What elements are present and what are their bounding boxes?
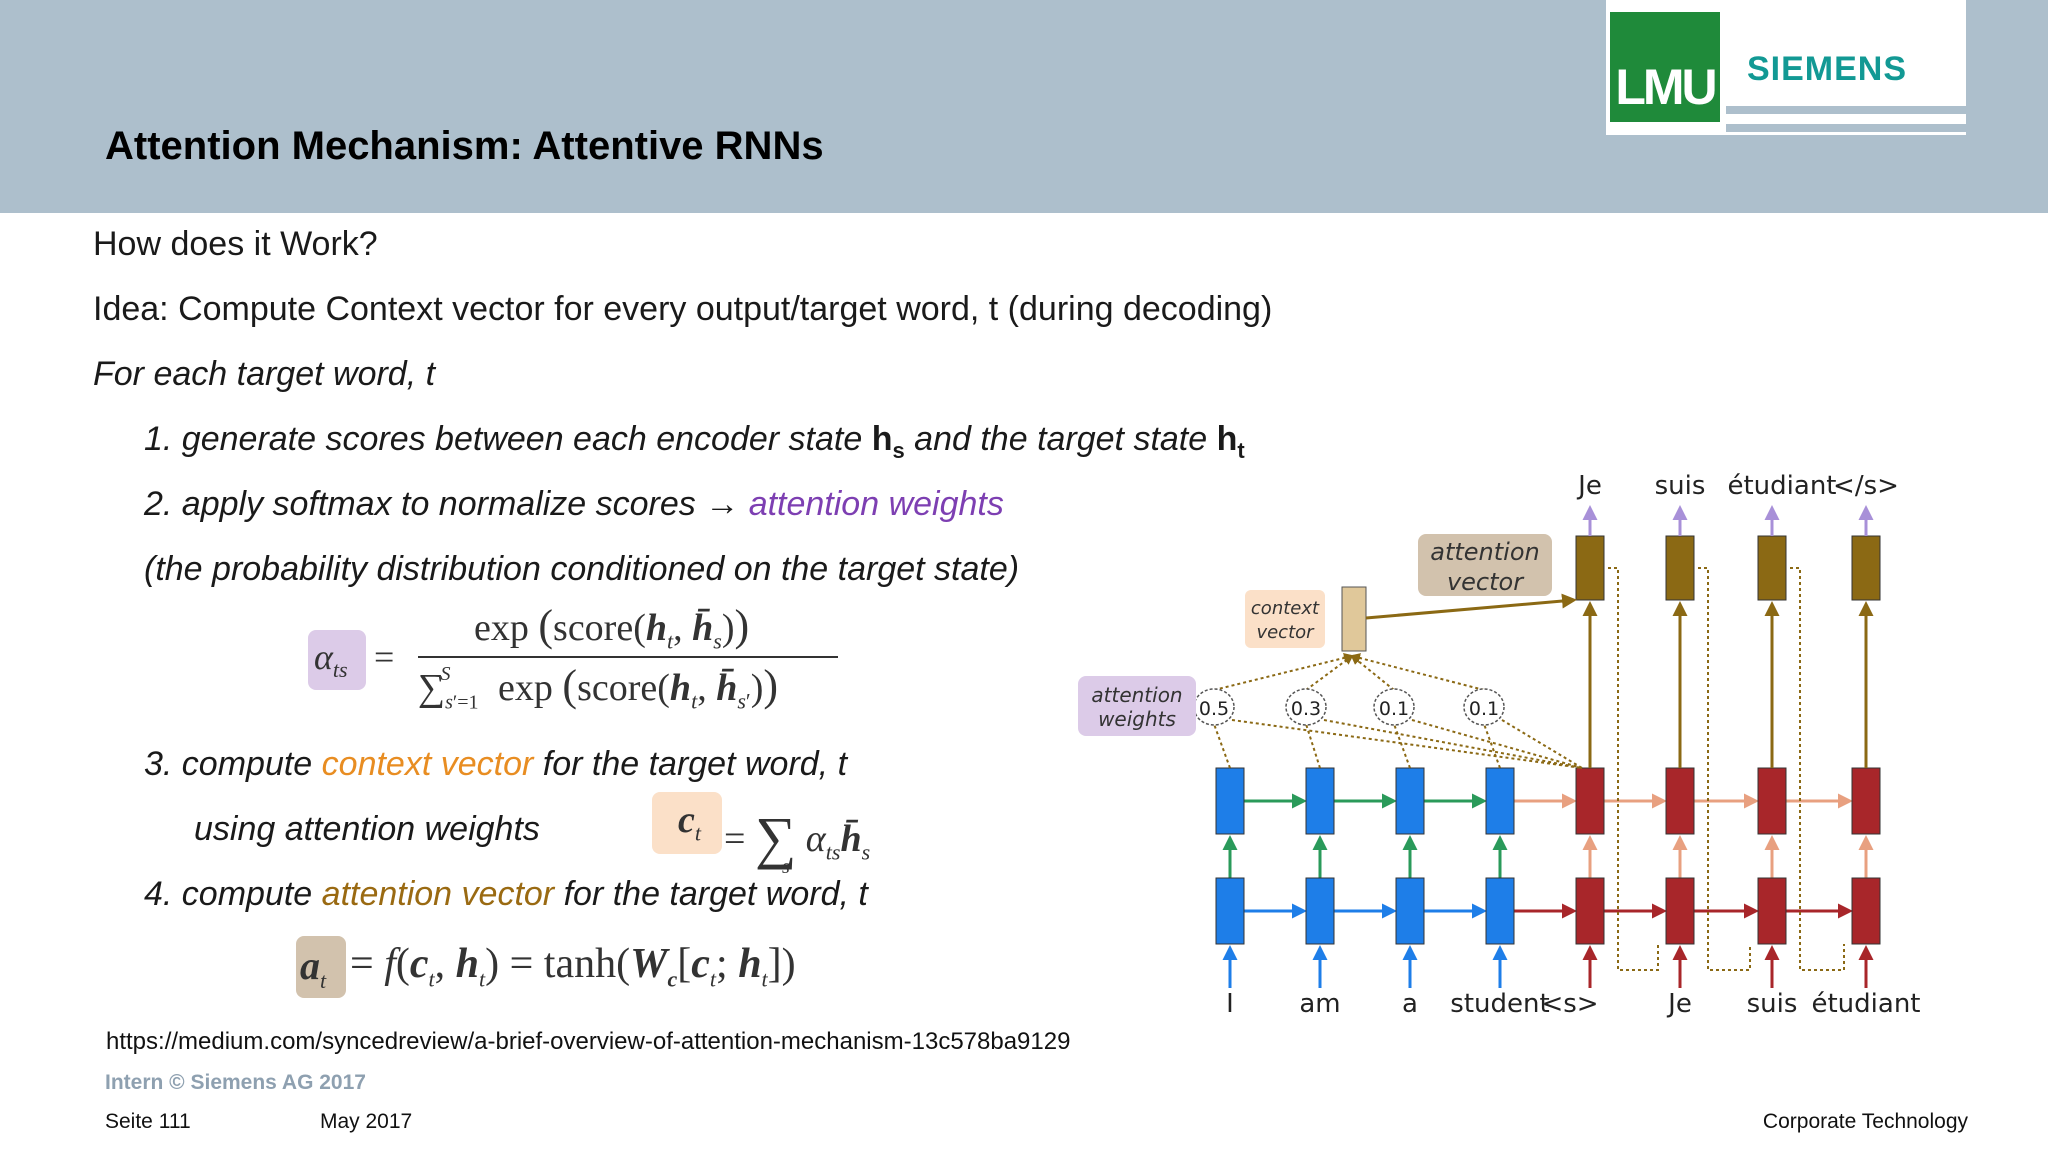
- alpha-symbol: αts: [314, 637, 348, 683]
- softmax-denominator: ∑s′=1S exp (score(ht, h̄s′)): [418, 661, 779, 714]
- equals-sign: =: [374, 637, 395, 677]
- attention-vector-label-bg: [1418, 534, 1552, 596]
- attention-weight-value: 0.3: [1291, 698, 1321, 720]
- context-formula: = ∑ αtsh̄s: [724, 805, 871, 870]
- rnn-cell-top: [1305, 767, 1335, 835]
- step-3: 3. compute context vector for the target…: [144, 745, 848, 783]
- step-1: 1. generate scores between each encoder …: [144, 420, 1245, 463]
- source-word: Je: [1666, 989, 1692, 1019]
- weight-to-context-line: [1213, 653, 1354, 691]
- input-feeding-path: [1698, 567, 1751, 971]
- rnn-cell-bottom: [1851, 877, 1881, 945]
- rnn-cell-bottom: [1575, 877, 1605, 945]
- step-4: 4. compute attention vector for the targ…: [144, 875, 868, 913]
- rnn-cell-top: [1215, 767, 1245, 835]
- context-symbol: ct: [678, 799, 701, 846]
- score-line: [1231, 719, 1583, 769]
- attention-weight-value: 0.1: [1379, 698, 1409, 720]
- question-line: How does it Work?: [93, 225, 378, 263]
- source-word: <s>: [1541, 989, 1598, 1019]
- context-vector-cell: [1341, 586, 1367, 652]
- context-to-attention-arrow: [1365, 593, 1577, 620]
- state-to-weight-line: [1213, 723, 1231, 769]
- source-word: I: [1226, 989, 1234, 1019]
- target-word: </s>: [1833, 471, 1899, 501]
- rnn-cell-bottom: [1215, 877, 1245, 945]
- for-each-line: For each target word, t: [93, 355, 436, 393]
- target-word: suis: [1655, 471, 1706, 501]
- rnn-cell-bottom: [1757, 877, 1787, 945]
- source-url[interactable]: https://medium.com/syncedreview/a-brief-…: [106, 1028, 1071, 1055]
- rnn-cell-bottom: [1485, 877, 1515, 945]
- slide-title: Attention Mechanism: Attentive RNNs: [105, 124, 824, 168]
- softmax-numerator: exp (score(ht, h̄s)): [474, 601, 750, 654]
- state-to-weight-line: [1305, 723, 1321, 769]
- attention-weight-value: 0.1: [1469, 698, 1499, 720]
- target-word: Je: [1576, 471, 1602, 501]
- rnn-cell-top: [1757, 767, 1787, 835]
- page-number: Seite 111: [105, 1110, 191, 1133]
- slide-date: May 2017: [320, 1110, 413, 1133]
- step-2-note: (the probability distribution conditione…: [144, 550, 1020, 588]
- attention-weight-node: [1285, 688, 1327, 726]
- fraction-bar: [418, 656, 838, 658]
- attention-weights-label-bg: [1078, 676, 1196, 736]
- attention-weights-label: weights: [1098, 707, 1176, 731]
- rnn-cell-top: [1395, 767, 1425, 835]
- arrow-icon: →: [705, 485, 740, 523]
- alpha-highlight: [308, 630, 366, 690]
- rnn-cell-top: [1851, 767, 1881, 835]
- source-word: suis: [1747, 989, 1798, 1019]
- sum-index: s: [782, 856, 790, 878]
- rnn-cell-top: [1665, 767, 1695, 835]
- idea-line: Idea: Compute Context vector for every o…: [93, 290, 1273, 328]
- context-vector-label: context: [1251, 598, 1320, 619]
- score-line: [1501, 719, 1583, 769]
- attention-vector-cell: [1757, 535, 1787, 601]
- weight-to-context-line: [1305, 654, 1354, 691]
- lmu-logo: LMU: [1610, 12, 1720, 122]
- source-word: étudiant: [1811, 989, 1920, 1019]
- input-feeding-path: [1608, 567, 1659, 971]
- attention-vector-label: vector: [1447, 568, 1525, 596]
- context-vector-label-bg: [1245, 590, 1325, 648]
- attention-weight-node: [1463, 688, 1505, 726]
- rnn-cell-top: [1575, 767, 1605, 835]
- logo-stripe: [1726, 106, 1966, 114]
- attention-vector-cell: [1851, 535, 1881, 601]
- copyright-note: Intern © Siemens AG 2017: [105, 1071, 366, 1094]
- attention-weight-value: 0.5: [1199, 698, 1229, 720]
- attention-vector-cell: [1575, 535, 1605, 601]
- attention-highlight: [296, 936, 346, 998]
- state-to-weight-line: [1483, 723, 1501, 769]
- target-word: étudiant: [1727, 471, 1836, 501]
- attention-weight-node: [1193, 688, 1235, 726]
- input-feeding-path: [1790, 567, 1845, 971]
- state-to-weight-line: [1393, 723, 1411, 769]
- department: Corporate Technology: [1762, 1110, 1968, 1133]
- step-2: 2. apply softmax to normalize scores → a…: [144, 485, 1004, 523]
- rnn-cell-top: [1485, 767, 1515, 835]
- weight-to-context-line: [1350, 653, 1485, 691]
- attention-symbol: at: [300, 943, 327, 993]
- score-line: [1323, 719, 1583, 769]
- context-vector-label: vector: [1256, 622, 1315, 643]
- attention-vector-label: attention: [1430, 538, 1539, 566]
- attention-vector-cell: [1665, 535, 1695, 601]
- siemens-logo: SIEMENS: [1747, 50, 1908, 88]
- step-3-line2: using attention weights: [194, 810, 540, 848]
- rnn-cell-bottom: [1665, 877, 1695, 945]
- attention-formula: = f(ct, ht) = tanh(Wc[ct; ht]): [350, 941, 796, 992]
- rnn-cell-bottom: [1305, 877, 1335, 945]
- source-word: am: [1299, 989, 1340, 1019]
- rnn-cell-bottom: [1395, 877, 1425, 945]
- attention-weights-label: attention: [1091, 683, 1182, 707]
- logo-stripe: [1726, 124, 1966, 132]
- source-word: student: [1450, 989, 1549, 1019]
- source-word: a: [1402, 989, 1418, 1019]
- context-highlight: [652, 792, 722, 854]
- attention-weight-node: [1373, 688, 1415, 726]
